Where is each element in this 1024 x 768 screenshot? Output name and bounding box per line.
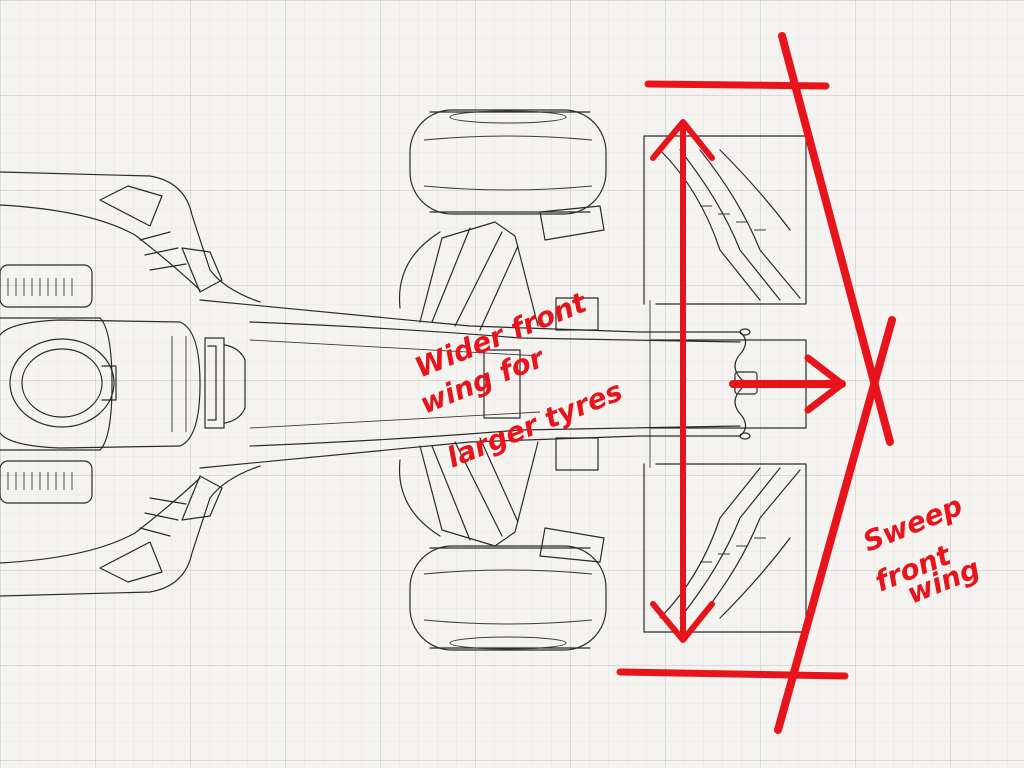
front-suspension	[398, 205, 605, 563]
nose-cone	[199, 297, 741, 471]
front-tyre-top	[409, 109, 607, 215]
forward-arrow-head	[804, 354, 846, 414]
width-arrow-head-top	[650, 119, 715, 161]
car-outline	[0, 109, 807, 651]
red-markup	[616, 32, 896, 734]
wing-bottom-limit-line	[616, 668, 849, 680]
cockpit	[0, 319, 246, 449]
front-tyre-bottom	[409, 545, 607, 651]
width-arrow-head-bottom	[650, 601, 715, 643]
rear-body	[0, 171, 261, 597]
sweep-line-lower	[774, 316, 896, 734]
sweep-line-upper	[778, 32, 894, 446]
